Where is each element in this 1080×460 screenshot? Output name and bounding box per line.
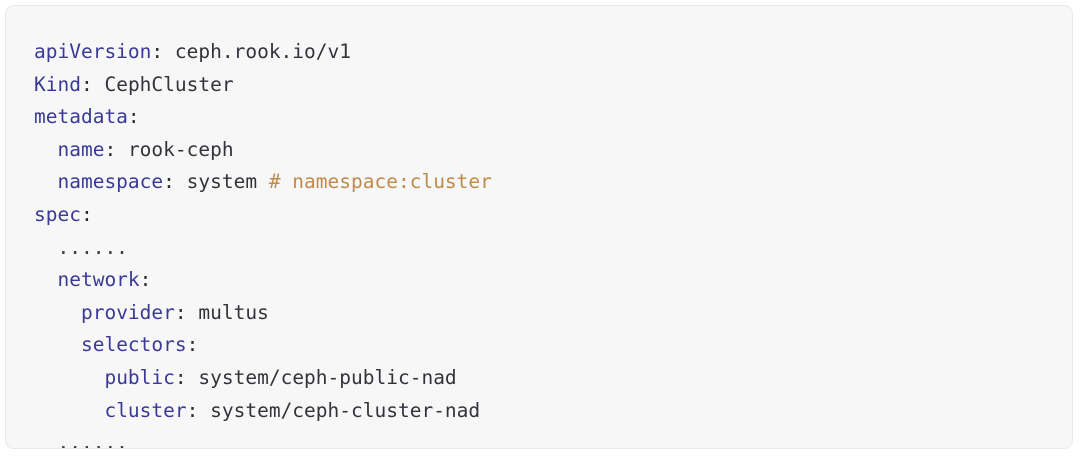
code-token-indent	[34, 236, 57, 259]
code-token-value: CephCluster	[92, 72, 234, 96]
code-line: namespace: system # namespace:cluster	[34, 166, 492, 199]
code-token-key: public	[104, 365, 175, 389]
code-token-key: selectors	[80, 333, 187, 357]
code-line: public: system/ceph-public-nad	[34, 362, 492, 395]
code-token-punct: :	[80, 72, 93, 96]
code-token-punct: :	[151, 40, 164, 63]
code-line: ......	[34, 427, 492, 449]
code-token-key: apiVersion	[34, 40, 152, 63]
code-token-ellipsis: ......	[57, 235, 128, 259]
code-token-key: metadata	[34, 105, 128, 129]
code-token-value: rook-ceph	[116, 137, 234, 161]
code-token-key: cluster	[104, 398, 187, 422]
code-line: name: rook-ceph	[34, 134, 492, 167]
code-token-punct: :	[104, 137, 117, 161]
code-token-value: system/ceph-public-nad	[186, 365, 457, 389]
code-token-punct: :	[163, 170, 175, 194]
code-line: selectors:	[34, 329, 492, 362]
code-token-indent	[34, 333, 81, 356]
code-token-value: multus	[186, 300, 269, 324]
code-token-key: spec	[34, 202, 81, 226]
code-token-punct: :	[186, 333, 199, 357]
code-token-value: system/ceph-cluster-nad	[198, 398, 481, 422]
code-line: ......	[34, 232, 492, 265]
code-token-indent	[34, 301, 81, 324]
code-line: apiVersion: ceph.rook.io/v1	[34, 36, 492, 69]
code-token-punct: :	[174, 365, 187, 389]
code-token-indent	[34, 268, 57, 291]
code-token-key: Kind	[34, 72, 81, 96]
code-token-key: namespace	[57, 170, 164, 194]
code-token-key: network	[57, 268, 140, 292]
code-token-punct: :	[127, 105, 140, 129]
code-token-indent	[34, 399, 104, 422]
code-token-comment: # namespace:cluster	[268, 170, 492, 194]
code-token-ellipsis: ......	[57, 431, 128, 449]
code-line: metadata:	[34, 101, 492, 134]
code-token-punct: :	[80, 202, 93, 226]
code-token-indent	[34, 366, 104, 389]
code-token-key: name	[57, 137, 105, 161]
code-token-value: ceph.rook.io/v1	[163, 40, 351, 63]
code-token-indent	[34, 138, 57, 161]
code-token-punct: :	[139, 268, 152, 292]
code-line: network:	[34, 264, 492, 297]
code-token-indent	[34, 170, 57, 193]
code-token-value: system	[174, 170, 269, 194]
code-line: cluster: system/ceph-cluster-nad	[34, 395, 492, 428]
code-token-indent	[34, 431, 57, 448]
code-token-key: provider	[80, 300, 175, 324]
code-token-punct: :	[186, 398, 199, 422]
code-token-punct: :	[174, 300, 187, 324]
code-line: Kind: CephCluster	[34, 69, 492, 102]
code-line: spec:	[34, 199, 492, 232]
code-line: provider: multus	[34, 297, 492, 330]
